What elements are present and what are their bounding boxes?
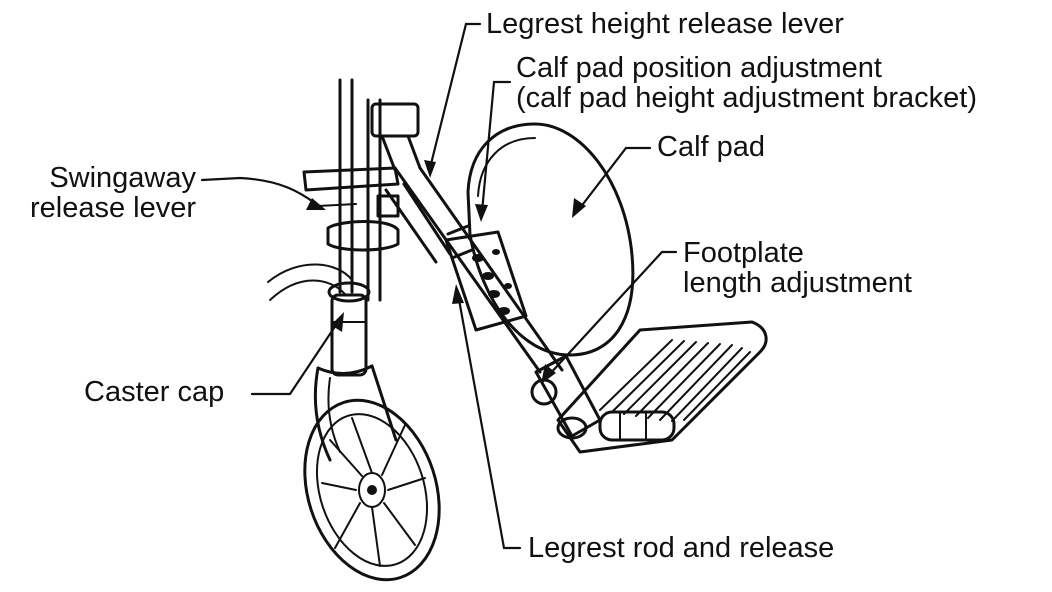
label-caster-cap: Caster cap (84, 377, 224, 407)
label-calf-pad: Calf pad (657, 132, 765, 162)
label-text-line2: (calf pad height adjustment bracket) (516, 82, 978, 114)
leader-swingaway (200, 176, 318, 206)
label-text-line1: Footplate (683, 237, 804, 269)
label-swingaway-release-lever: Swingaway release lever (4, 163, 196, 223)
label-text-line1: Calf pad position adjustment (516, 52, 882, 84)
label-text: Calf pad (657, 131, 766, 163)
label-text: Caster cap (84, 376, 225, 408)
label-legrest-rod-and-release: Legrest rod and release (528, 533, 834, 563)
leader-legrest-height-release-lever (428, 22, 482, 170)
label-text-line2: length adjustment (683, 267, 912, 299)
leader-caster-cap (250, 320, 340, 396)
leader-calf-pad-position (480, 80, 512, 214)
caster-wheel (303, 398, 441, 582)
label-footplate-length-adjustment: Footplate length adjustment (683, 238, 912, 298)
label-text: Legrest height release lever (486, 8, 844, 40)
legrest-rod-sleeve (444, 230, 528, 332)
label-calf-pad-position-adjustment: Calf pad position adjustment (calf pad h… (516, 53, 977, 113)
leader-legrest-rod (456, 292, 522, 550)
label-text-line1: Swingaway (49, 162, 196, 194)
caster-housing (327, 281, 371, 377)
label-text: Legrest rod and release (528, 532, 835, 564)
leader-calf-pad (578, 146, 652, 210)
footplate-ribs (599, 339, 751, 422)
legrest-hanger (370, 102, 564, 374)
callout-leaders (200, 22, 678, 550)
label-legrest-height-release-lever: Legrest height release lever (486, 9, 844, 39)
leader-footplate-length (546, 250, 678, 378)
calf-pad (446, 122, 635, 357)
wheel-spokes (321, 417, 426, 567)
footplate (556, 320, 768, 454)
label-text-line2: release lever (29, 192, 196, 224)
